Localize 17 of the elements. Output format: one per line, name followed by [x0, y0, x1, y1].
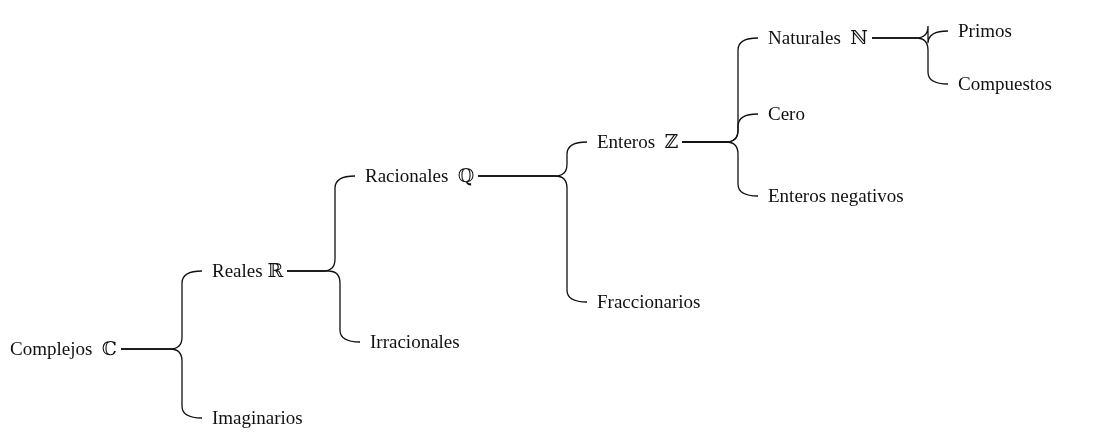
- brace-connector: [477, 175, 588, 303]
- brace-connector: [871, 37, 949, 85]
- class-label: Naturales ℕ: [758, 26, 868, 50]
- brace-connector: [286, 270, 361, 343]
- class-label: Enteros negativos: [758, 184, 904, 208]
- class-label: Compuestos: [948, 72, 1052, 96]
- brace-connector: [681, 141, 759, 197]
- class-label: Reales ℝ: [202, 259, 284, 283]
- class-label: Racionales ℚ: [355, 164, 475, 188]
- class-label: Enteros ℤ: [587, 130, 679, 154]
- class-label: Irracionales: [360, 330, 460, 354]
- class-label: Cero: [758, 102, 805, 126]
- class-label: Primos: [948, 19, 1012, 43]
- class-label: Imaginarios: [202, 406, 303, 430]
- class-label: Complejos ℂ: [0, 337, 117, 361]
- brace-connector: [120, 348, 203, 419]
- class-label: Fraccionarios: [587, 290, 701, 314]
